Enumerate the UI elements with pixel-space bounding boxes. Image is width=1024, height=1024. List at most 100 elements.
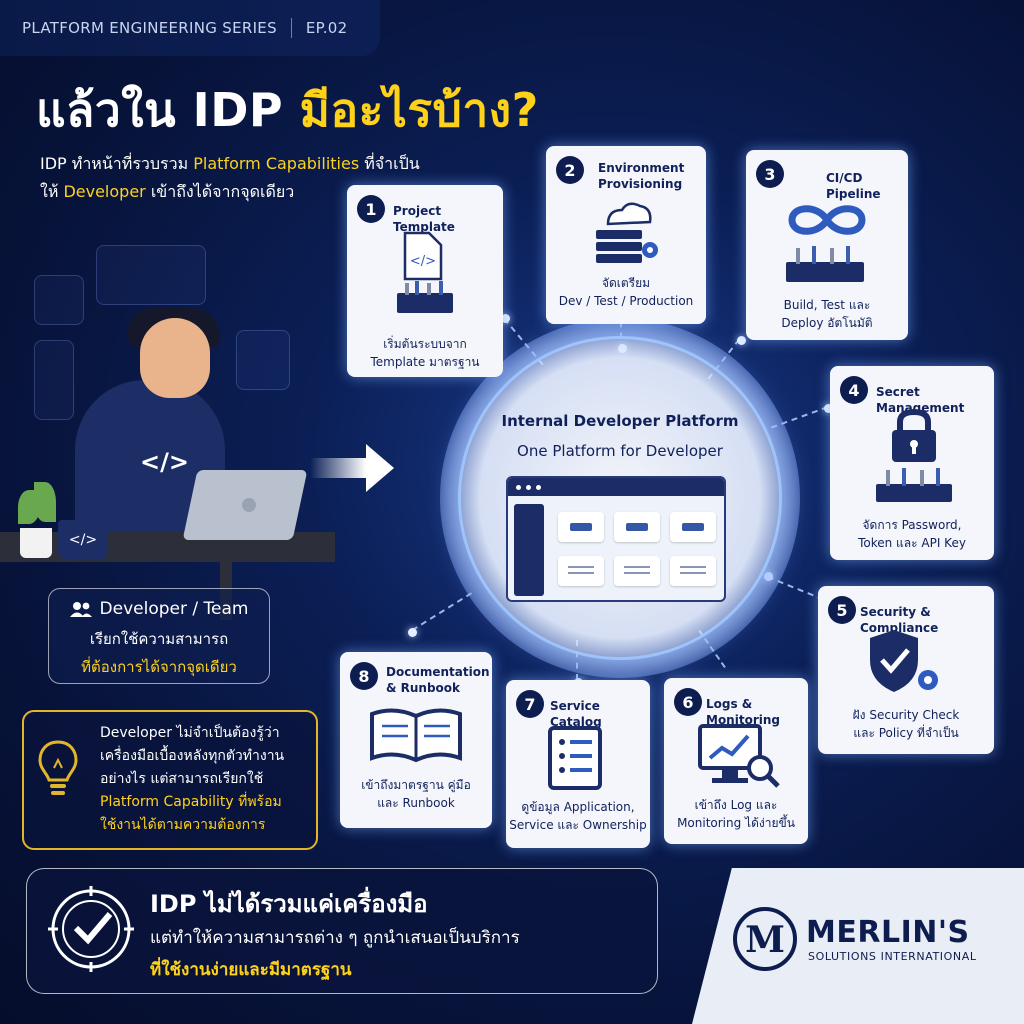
- card-desc-line: Dev / Test / Production: [558, 294, 694, 308]
- tip-line-highlight: ใช้งานได้ตามความต้องการ: [100, 817, 266, 833]
- tip-line: เครื่องมือเบื้องหลังทุกตัวทำงาน: [100, 748, 285, 764]
- code-file-icon: </>: [397, 231, 453, 313]
- capability-card-secret: 4 Secret Management จัดการ Password, Tok…: [830, 366, 994, 560]
- hoodie-code-icon: </>: [140, 448, 189, 476]
- list-document-icon: [548, 726, 602, 790]
- card-title-line: Environment: [598, 161, 685, 175]
- card-desc-line: เริ่มต้นระบบจาก: [383, 337, 467, 351]
- ghost-panel: [34, 340, 74, 420]
- capability-card-documentation: 8 Documentation & Runbook เข้าถึงมาตรฐาน…: [340, 652, 492, 828]
- developer-team-box: Developer / Team เรียกใช้ความสามารถ ที่ต…: [48, 588, 270, 684]
- check-circle-icon: [48, 886, 134, 972]
- open-book-icon: [370, 708, 462, 763]
- connector-8: [411, 592, 472, 632]
- card-desc-line: Deploy อัตโนมัติ: [781, 316, 873, 330]
- shield-check-icon: [870, 630, 938, 692]
- card-desc: ดูข้อมูล Application, Service และ Owners…: [506, 798, 650, 834]
- series-label: PLATFORM ENGINEERING SERIES: [22, 19, 277, 37]
- card-desc-line: และ Policy ที่จำเป็น: [853, 726, 959, 740]
- card-desc-line: ดูข้อมูล Application,: [521, 800, 635, 814]
- episode-label: EP.02: [305, 19, 348, 37]
- card-desc: Build, Test และ Deploy อัตโนมัติ: [746, 296, 908, 332]
- logo-letter: M: [745, 919, 785, 961]
- brand-name: MERLIN'S: [806, 915, 970, 950]
- summary-banner: [26, 868, 658, 994]
- banner-line3: ที่ใช้งานง่ายและมีมาตรฐาน: [150, 960, 352, 980]
- card-title-line: Provisioning: [598, 177, 683, 191]
- dashboard-tile: [614, 512, 660, 542]
- tip-line: Developer ไม่จำเป็นต้องรู้ว่า: [100, 725, 280, 741]
- tip-line: อย่างไร แต่สามารถเรียกใช้: [100, 771, 264, 787]
- dashboard-tile: [558, 556, 604, 586]
- card-number: 3: [756, 160, 784, 188]
- ghost-panel: [96, 245, 206, 305]
- card-desc-line: เข้าถึงมาตรฐาน คู่มือ: [361, 778, 471, 792]
- card-desc: เข้าถึงมาตรฐาน คู่มือ และ Runbook: [340, 776, 492, 812]
- ghost-panel: [34, 275, 84, 325]
- card-title-line: Documentation: [386, 665, 490, 679]
- intro-text: IDP ทำหน้าที่รวบรวม Platform Capabilitie…: [40, 150, 420, 206]
- infinity-icon: [786, 205, 866, 282]
- card-desc-line: และ Runbook: [377, 796, 455, 810]
- card-title: Security & Compliance: [860, 605, 939, 635]
- card-desc: เริ่มต้นระบบจาก Template มาตรฐาน: [347, 335, 503, 371]
- capability-card-security: 5 Security & Compliance ฝัง Security Che…: [818, 586, 994, 754]
- intro-l2-b: เข้าถึงได้จากจุดเดียว: [145, 182, 295, 201]
- card-number: 5: [828, 596, 856, 624]
- card-desc: ฝัง Security Check และ Policy ที่จำเป็น: [818, 706, 994, 742]
- card-number: 4: [840, 376, 868, 404]
- card-desc: จัดการ Password, Token และ API Key: [830, 516, 994, 552]
- lightbulb-icon: [38, 740, 78, 795]
- connector-dot: [824, 404, 833, 413]
- dashboard-illustration: [506, 476, 726, 602]
- users-icon: [69, 602, 92, 617]
- dashboard-tile: [670, 556, 716, 586]
- developer-line1: เรียกใช้ความสามารถ: [89, 630, 229, 648]
- developer-line2: ที่ต้องการได้จากจุดเดียว: [81, 658, 237, 676]
- card-title: Logs & Monitoring: [706, 697, 780, 727]
- arrow-right-icon: [310, 444, 394, 492]
- card-title: CI/CD Pipeline: [826, 171, 881, 201]
- card-desc-line: จัดการ Password,: [862, 518, 962, 532]
- intro-l1-b: ที่จำเป็น: [359, 154, 420, 173]
- intro-l1-hl: Platform Capabilities: [193, 154, 360, 173]
- capability-card-logs: 6 Logs & Monitoring เข้าถึง Log และ Moni…: [664, 678, 808, 844]
- card-desc-line: เข้าถึง Log และ: [694, 798, 778, 812]
- title-text: แล้วใน IDP: [36, 83, 300, 137]
- card-title: Documentation & Runbook: [386, 664, 490, 696]
- cloud-server-icon: [596, 202, 658, 263]
- title-highlight: มีอะไรบ้าง?: [299, 83, 539, 137]
- tip-line-highlight: Platform Capability ที่พร้อม: [100, 794, 282, 810]
- dashboard-tile: [558, 512, 604, 542]
- mug-code: </>: [68, 532, 98, 548]
- card-number: 6: [674, 688, 702, 716]
- card-number: 7: [516, 690, 544, 718]
- dashboard-topbar: [508, 478, 724, 496]
- plant-leaf-icon: [34, 482, 56, 522]
- card-desc: จัดเตรียม Dev / Test / Production: [546, 274, 706, 310]
- card-desc-line: Monitoring ได้ง่ายขึ้น: [677, 816, 795, 830]
- card-number: 2: [556, 156, 584, 184]
- developer-head: [140, 318, 210, 398]
- series-divider: [290, 18, 292, 38]
- laptop-logo: [242, 498, 256, 512]
- tip-text: Developer ไม่จำเป็นต้องรู้ว่า เครื่องมือ…: [100, 722, 284, 837]
- banner-line2: แต่ทำให้ความสามารถต่าง ๆ ถูกนำเสนอเป็นบร…: [150, 928, 520, 948]
- plant-pot: [20, 528, 52, 558]
- card-title-line: & Runbook: [386, 681, 461, 695]
- card-title: Environment Provisioning: [598, 160, 684, 192]
- brand-subtitle: SOLUTIONS INTERNATIONAL: [808, 950, 977, 963]
- brand-panel: [692, 868, 1024, 1024]
- lock-icon: [876, 408, 952, 502]
- intro-l2-hl: Developer: [63, 182, 146, 201]
- card-desc-line: ฝัง Security Check: [852, 708, 960, 722]
- svg-text:</>: </>: [410, 254, 436, 269]
- card-desc: เข้าถึง Log และ Monitoring ได้ง่ายขึ้น: [664, 796, 808, 832]
- card-desc-line: Template มาตรฐาน: [370, 355, 480, 369]
- dashboard-tile: [670, 512, 716, 542]
- card-title: Service Catalog: [550, 699, 602, 729]
- capability-card-project-template: 1 Project Template </> เริ่มต้นระบบจาก T…: [347, 185, 503, 377]
- intro-l2-a: ให้: [40, 182, 64, 201]
- card-number: 1: [357, 195, 385, 223]
- banner-title: IDP ไม่ได้รวมแค่เครื่องมือ: [150, 890, 428, 918]
